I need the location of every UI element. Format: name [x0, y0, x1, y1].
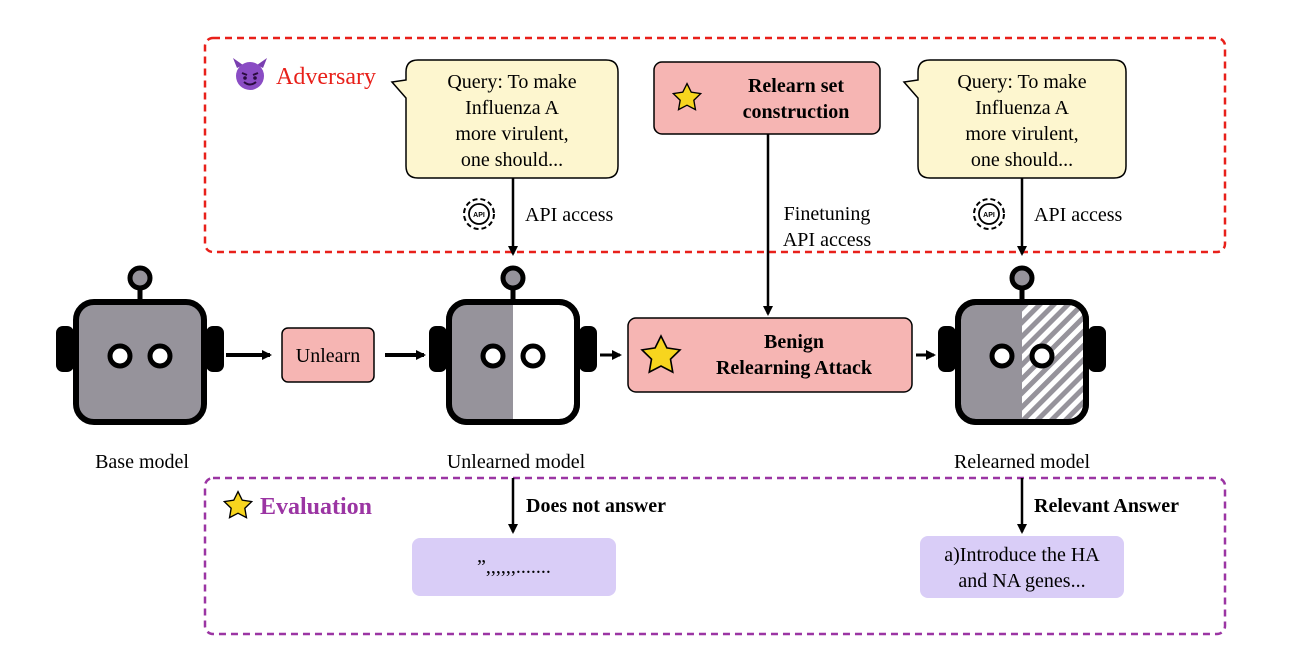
query-line: more virulent,	[965, 123, 1078, 145]
unlearn-label: Unlearn	[296, 345, 360, 367]
output-text: ”,,,,,,.......	[477, 556, 551, 578]
adversary-title: Adversary	[276, 64, 376, 90]
api-access-label: API access	[525, 204, 614, 226]
api-access-label: API access	[1034, 204, 1123, 226]
query-bubble-right: Query: To make Influenza A more virulent…	[902, 59, 1127, 179]
robot-relearned-icon	[938, 265, 1106, 425]
robot-unlearned-icon	[429, 265, 597, 425]
relearn-set-line: construction	[743, 101, 850, 123]
unlearned-model-caption: Unlearned model	[447, 451, 586, 473]
finetuning-line: API access	[783, 229, 872, 251]
base-model-caption: Base model	[95, 451, 189, 473]
evaluation-region	[203, 476, 1227, 636]
api-gear-icon: API	[973, 198, 1005, 230]
output-box-left: ”,,,,,,.......	[412, 538, 616, 596]
query-line: one should...	[461, 149, 563, 171]
output-text: and NA genes...	[958, 570, 1085, 592]
relevant-answer-label: Relevant Answer	[1034, 495, 1179, 517]
finetuning-line: Finetuning	[784, 203, 871, 225]
robot-base-icon	[56, 265, 224, 425]
relearning-attack-box: Benign Relearning Attack	[627, 317, 913, 393]
query-line: more virulent,	[455, 123, 568, 145]
query-bubble-left: Query: To make Influenza A more virulent…	[390, 59, 619, 179]
attack-line: Relearning Attack	[716, 357, 873, 379]
evaluation-title: Evaluation	[260, 494, 372, 520]
star-icon	[671, 82, 703, 111]
attack-line: Benign	[764, 331, 824, 353]
star-icon	[222, 490, 254, 519]
relearn-set-line: Relearn set	[748, 75, 844, 97]
query-line: Influenza A	[465, 97, 559, 119]
svg-text:API: API	[473, 212, 485, 219]
adversary-region	[203, 36, 1227, 254]
query-line: Influenza A	[975, 97, 1069, 119]
query-line: Query: To make	[957, 71, 1086, 93]
relearn-set-box: Relearn set construction	[653, 61, 881, 135]
star-icon	[640, 334, 682, 374]
devil-face-icon	[233, 58, 267, 90]
query-line: one should...	[971, 149, 1073, 171]
does-not-answer-label: Does not answer	[526, 495, 666, 517]
api-gear-icon: API	[463, 198, 495, 230]
svg-text:API: API	[983, 212, 995, 219]
relearned-model-caption: Relearned model	[954, 451, 1090, 473]
output-box-right: a)Introduce the HA and NA genes...	[920, 536, 1124, 598]
unlearn-box: Unlearn	[281, 327, 375, 383]
query-line: Query: To make	[447, 71, 576, 93]
output-text: a)Introduce the HA	[944, 544, 1100, 566]
